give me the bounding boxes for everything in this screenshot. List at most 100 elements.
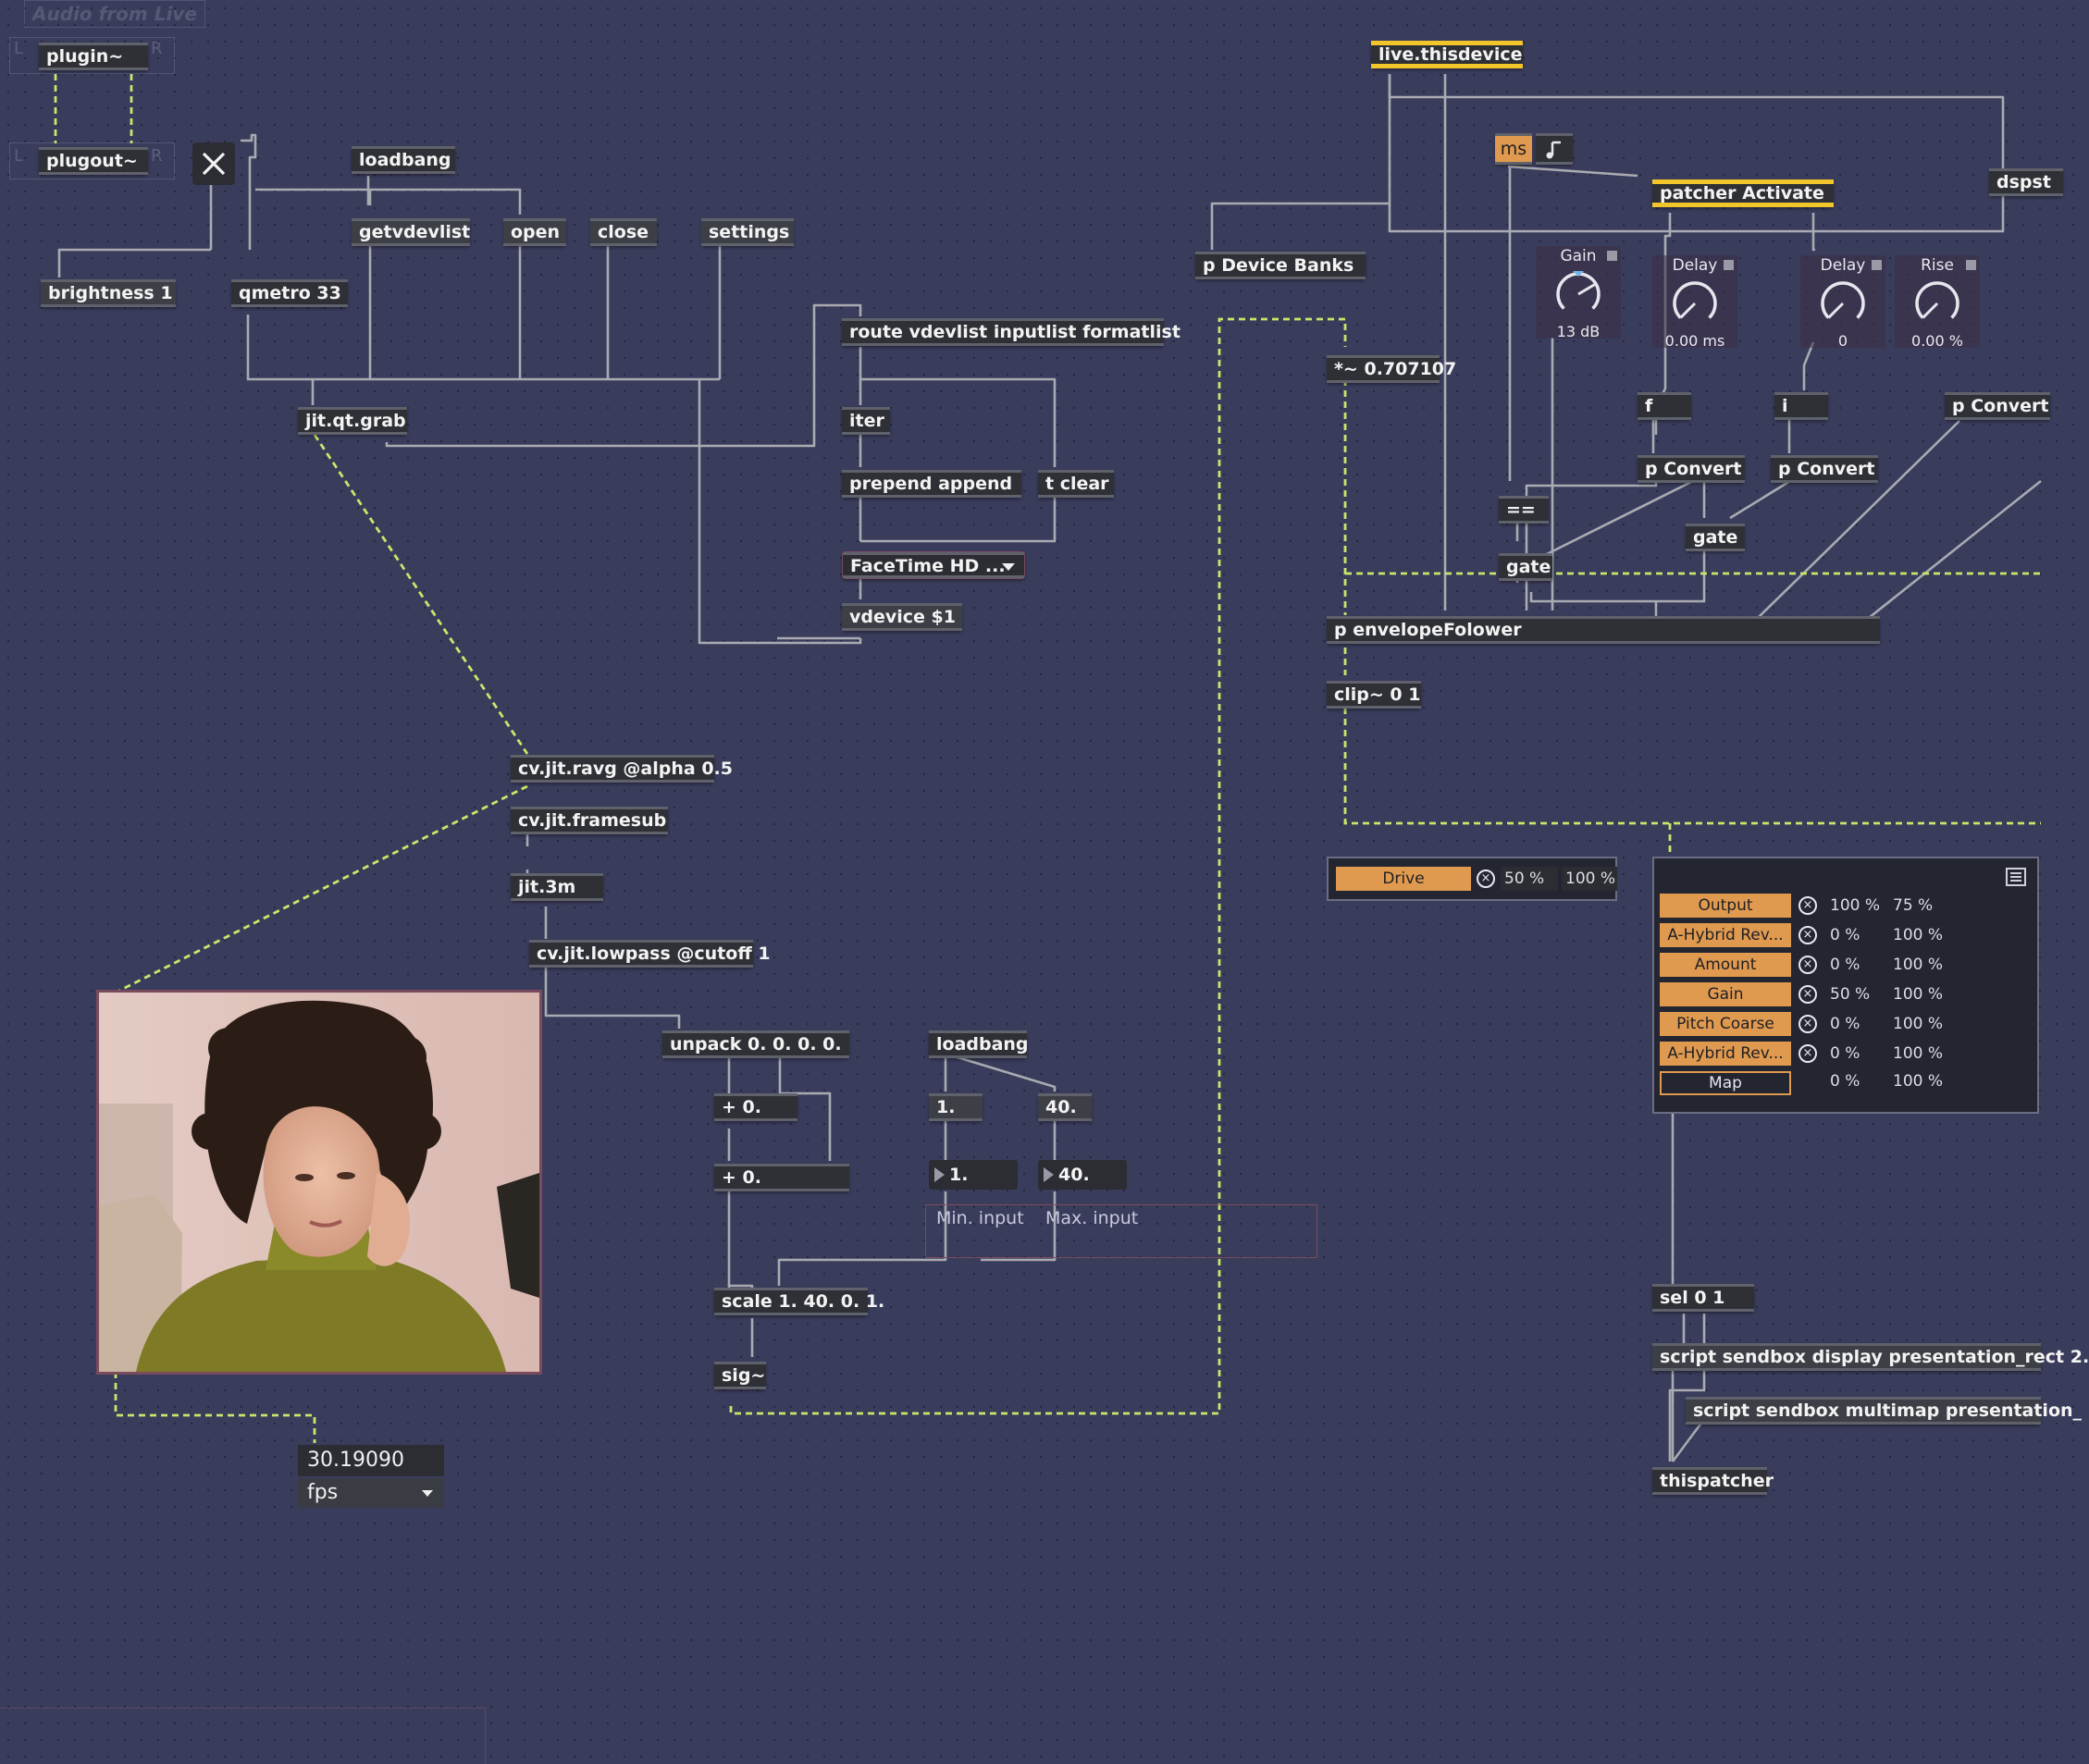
dial-checkbox[interactable] [1966,260,1976,270]
jit3m-object[interactable]: jit.3m [511,873,603,901]
plus-object-2[interactable]: + 0. [714,1164,849,1191]
p-convert-2-object[interactable]: p Convert [1771,455,1878,483]
plugout-frame [9,142,175,179]
multimap-row-label[interactable]: Output [1660,894,1791,918]
loadbang-2-object[interactable]: loadbang [929,1030,1029,1058]
multimap-row-label[interactable]: Pitch Coarse [1660,1012,1791,1036]
prepend-object[interactable]: prepend append [842,470,1021,498]
f-object[interactable]: f [1638,392,1691,420]
clear-circle-icon[interactable]: × [1799,1044,1817,1063]
multimap-row-min[interactable]: 0 % [1830,956,1860,974]
plugout-object[interactable]: plugout~ [39,147,148,175]
p-device-banks-object[interactable]: p Device Banks [1195,252,1366,279]
drive-panel: Drive × 50 % 100 % [1327,857,1617,901]
t-clear-object[interactable]: t clear [1038,470,1114,498]
close-message[interactable]: close [590,218,657,246]
i-object[interactable]: i [1774,392,1828,420]
thispatcher-object[interactable]: thispatcher [1652,1467,1774,1495]
multimap-row-max[interactable]: 100 % [1893,1015,1944,1033]
patcher-activate-object[interactable]: patcher Activate [1652,179,1834,207]
multimap-row-max[interactable]: 75 % [1893,896,1934,915]
multimap-row-label[interactable]: A-Hybrid Rev... [1660,923,1791,947]
knob-arc [1821,281,1865,319]
qmetro-object[interactable]: qmetro 33 [231,279,348,307]
multimap-row-label[interactable]: A-Hybrid Rev... [1660,1042,1791,1066]
plus-object-1[interactable]: + 0. [714,1093,797,1121]
gate-2-object[interactable]: gate [1686,524,1745,551]
fps-unit: fps [307,1481,339,1504]
knob-icon [1556,271,1601,310]
menu-icon[interactable] [2006,868,2026,886]
knob-needle [1827,302,1845,319]
open-message[interactable]: open [503,218,566,246]
vdevice-message[interactable]: vdevice $1 [842,603,962,631]
scale-object[interactable]: scale 1. 40. 0. 1. [714,1288,884,1315]
message-1[interactable]: 1. [929,1093,983,1121]
min-input-comment: Min. input [936,1208,1024,1228]
getvdevlist-message[interactable]: getvdevlist [352,218,470,246]
p-convert-1-object[interactable]: p Convert [1638,455,1745,483]
clear-circle-icon[interactable]: × [1477,870,1495,888]
multimap-row-min[interactable]: 0 % [1830,1015,1860,1033]
multimap-row-max[interactable]: 100 % [1893,956,1944,974]
multimap-row-label[interactable]: Gain [1660,982,1791,1006]
dial-checkbox[interactable] [1724,260,1734,270]
toggle-x[interactable] [192,142,235,185]
drive-max[interactable]: 100 % [1562,867,1617,891]
script-multimap-message[interactable]: script sendbox multimap presentation_ [1686,1397,2082,1425]
unpack-object[interactable]: unpack 0. 0. 0. 0. [662,1030,849,1058]
device-menu[interactable]: FaceTime HD ... [842,551,1025,579]
envelope-follower-object[interactable]: p envelopeFolower [1327,616,1880,644]
p-convert-3-object[interactable]: p Convert [1945,392,2050,420]
lowpass-object[interactable]: cv.jit.lowpass @cutoff 1 [529,940,771,968]
multimap-row-max[interactable]: 100 % [1893,1044,1944,1063]
brightness-message[interactable]: brightness 1 [41,279,176,307]
multimap-row-max[interactable]: 100 % [1893,985,1944,1004]
drive-min[interactable]: 50 % [1501,867,1558,891]
gate-1-object[interactable]: gate [1499,553,1552,581]
clear-circle-icon[interactable]: × [1799,1015,1817,1033]
map-max: 100 % [1893,1072,1944,1091]
number-min[interactable]: 1. [929,1160,1018,1190]
dial-checkbox[interactable] [1872,260,1882,270]
clear-circle-icon[interactable]: × [1799,956,1817,974]
dial-checkbox[interactable] [1607,251,1617,261]
video-display [96,990,542,1375]
equal-object[interactable]: == [1499,496,1549,524]
sig-object[interactable]: sig~ [714,1362,766,1389]
sel-object[interactable]: sel 0 1 [1652,1284,1754,1312]
settings-message[interactable]: settings [701,218,794,246]
iter-object[interactable]: iter [842,407,890,435]
mult-object[interactable]: *~ 0.707107 [1327,355,1456,383]
note-toggle[interactable] [1536,133,1573,165]
clear-circle-icon[interactable]: × [1799,985,1817,1004]
route-object[interactable]: route vdevlist inputlist formatlist [842,318,1180,346]
drive-label[interactable]: Drive [1336,867,1471,891]
multimap-row-label[interactable]: Amount [1660,953,1791,977]
multimap-row-min[interactable]: 0 % [1830,1044,1860,1063]
number-max[interactable]: 40. [1038,1160,1127,1190]
clear-circle-icon[interactable]: × [1799,896,1817,915]
live-thisdevice-object[interactable]: live.thisdevice [1371,41,1523,68]
jit-qt-grab-object[interactable]: jit.qt.grab [298,407,407,435]
fps-menu[interactable]: fps [298,1478,444,1508]
loadbang-object[interactable]: loadbang [352,146,455,174]
multimap-row-min[interactable]: 50 % [1830,985,1871,1004]
clip-object[interactable]: clip~ 0 1 [1327,681,1421,709]
clear-circle-icon[interactable]: × [1799,926,1817,944]
map-button[interactable]: Map [1660,1071,1791,1095]
plugin-object[interactable]: plugin~ [39,43,148,70]
ravg-object[interactable]: cv.jit.ravg @alpha 0.5 [511,755,733,783]
multimap-row-max[interactable]: 100 % [1893,926,1944,944]
multimap-row-min[interactable]: 0 % [1830,926,1860,944]
message-40[interactable]: 40. [1038,1093,1092,1121]
dspstate-object[interactable]: dspst [1989,168,2063,196]
multimap-row-min[interactable]: 100 % [1830,896,1881,915]
framesub-object[interactable]: cv.jit.framesub [511,807,668,834]
script-display-message[interactable]: script sendbox display presentation_rect… [1652,1343,2089,1371]
ms-toggle[interactable]: ms [1495,133,1532,165]
